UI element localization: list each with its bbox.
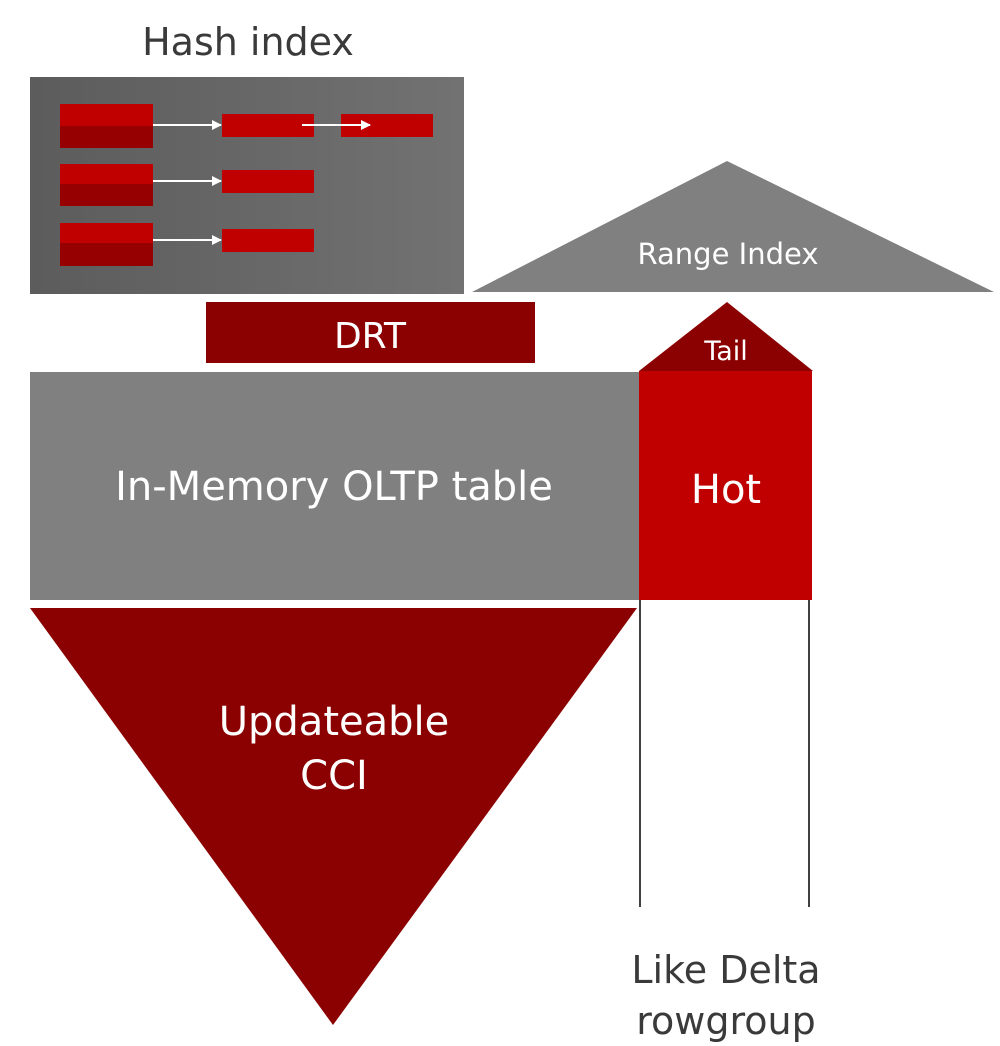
hot-block [639, 371, 812, 600]
chain-node [222, 170, 314, 193]
chain-node [341, 114, 433, 137]
range-index-label: Range Index [638, 237, 819, 271]
hot-label: Hot [691, 467, 761, 513]
hash-bucket-row-1 [60, 104, 433, 148]
hash-bucket [60, 104, 153, 126]
oltp-table [30, 372, 639, 600]
range-index-shape [472, 161, 994, 292]
hash-index-title: Hash index [142, 20, 354, 64]
cci-label-line1: Updateable [219, 699, 450, 745]
chain-node [222, 114, 314, 137]
tail-shape [639, 302, 813, 371]
oltp-table-label: In-Memory OLTP table [115, 464, 553, 510]
drt-label: DRT [334, 316, 407, 357]
hash-bucket-row-3 [60, 223, 314, 266]
cci-shape [30, 608, 637, 1025]
chain-node [222, 229, 314, 252]
delta-label-line1: Like Delta [631, 948, 820, 992]
hash-bucket-shadow [60, 126, 153, 148]
drt-bar [206, 302, 535, 363]
hash-bucket [60, 164, 153, 184]
hash-bucket [60, 223, 153, 243]
hash-bucket-shadow [60, 243, 153, 266]
cci-label-line2: CCI [300, 753, 368, 799]
hash-bucket-shadow [60, 184, 153, 206]
hash-bucket-row-2 [60, 164, 314, 206]
delta-label-line2: rowgroup [636, 999, 815, 1043]
tail-label: Tail [703, 336, 748, 367]
